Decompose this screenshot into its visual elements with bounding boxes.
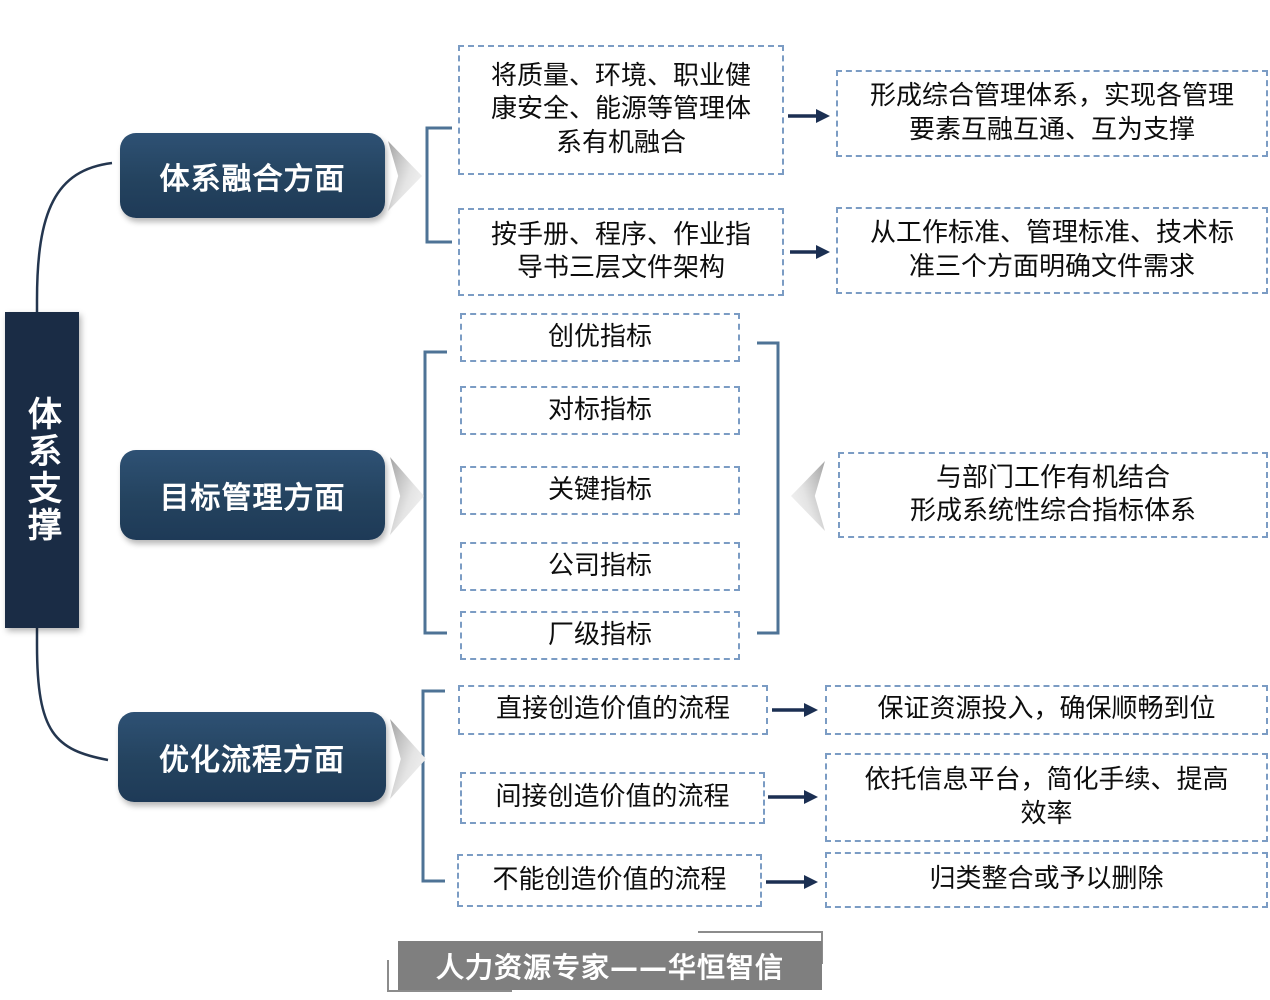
section-goal-header: 目标管理方面 xyxy=(120,450,385,540)
process-type-2: 间接创造价值的流程 xyxy=(460,772,765,824)
indicator-box-1: 创优指标 xyxy=(460,313,740,362)
integration-measure-2: 按手册、程序、作业指导书三层文件架构 xyxy=(458,208,784,296)
footer-frame-top-right xyxy=(698,931,823,964)
indicator-box-5: 厂级指标 xyxy=(460,611,740,660)
goal-summary-box: 与部门工作有机结合 形成系统性综合指标体系 xyxy=(838,452,1268,538)
indicator-box-4: 公司指标 xyxy=(460,542,740,591)
integration-result-2: 从工作标准、管理标准、技术标准三个方面明确文件需求 xyxy=(836,207,1268,294)
brace-curve xyxy=(35,161,113,762)
process-action-1: 保证资源投入，确保顺畅到位 xyxy=(825,685,1268,735)
process-type-1: 直接创造价值的流程 xyxy=(458,685,768,735)
indicator-box-2: 对标指标 xyxy=(460,386,740,435)
section-integration-header: 体系融合方面 xyxy=(120,133,385,218)
footer-brand-banner: 人力资源专家——华恒智信 xyxy=(398,941,822,990)
goal-summary-line1: 与部门工作有机结合 xyxy=(935,462,1170,493)
vertical-title-bar: 体系支撑 xyxy=(5,312,79,628)
goal-summary-line2: 形成系统性综合指标体系 xyxy=(909,496,1196,526)
footer-frame-bottom-left xyxy=(387,960,512,992)
integration-measure-1: 将质量、环境、职业健康安全、能源等管理体系有机融合 xyxy=(458,45,784,175)
bracket-goal-right xyxy=(757,341,780,635)
bracket-goal-left xyxy=(423,350,447,635)
process-type-3: 不能创造价值的流程 xyxy=(457,854,762,907)
section-process-header: 优化流程方面 xyxy=(118,712,386,802)
indicator-box-3: 关键指标 xyxy=(460,466,740,515)
bracket-process xyxy=(421,689,445,883)
process-action-2: 依托信息平台，简化手续、提高效率 xyxy=(825,753,1268,842)
integration-result-1: 形成综合管理体系，实现各管理要素互融互通、互为支撑 xyxy=(836,70,1268,157)
bracket-integration xyxy=(425,126,452,244)
process-action-3: 归类整合或予以删除 xyxy=(825,852,1268,908)
